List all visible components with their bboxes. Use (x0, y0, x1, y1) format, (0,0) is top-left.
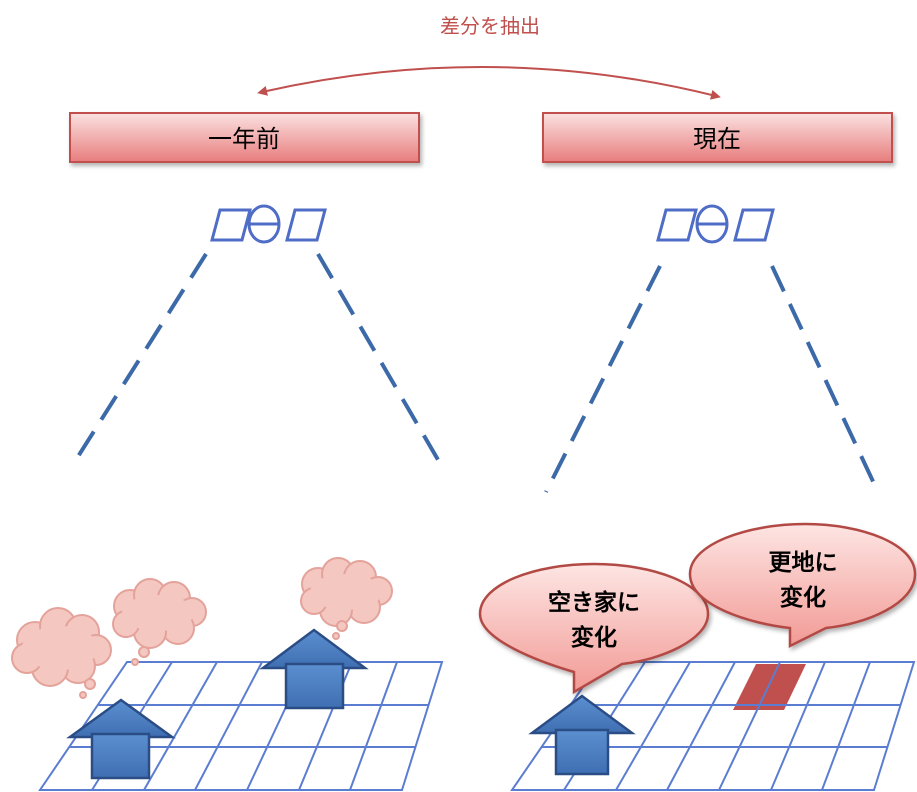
callout-vacant-line2: 変化 (571, 624, 617, 651)
scan-lines-right (544, 265, 880, 493)
house-right-icon (528, 694, 636, 776)
smoke-cloud-3-icon (300, 557, 393, 640)
callout-vacant-house (478, 562, 710, 695)
satellite-left-icon (210, 204, 327, 244)
scan-lines-left (70, 252, 446, 472)
title-box-current (542, 112, 893, 163)
house-left-1-icon (66, 698, 176, 780)
difference-arrow (257, 66, 721, 100)
changed-cell-vacant-lot (733, 664, 806, 710)
difference-label: 差分を抽出 (440, 14, 540, 38)
title-one-year-ago: 一年前 (208, 125, 280, 153)
callout-vacant-lot-line2: 変化 (780, 584, 826, 611)
satellite-right-icon (656, 204, 775, 244)
callout-vacant-lot-line1: 更地に (769, 550, 838, 576)
title-box-one-year-ago (69, 112, 420, 163)
title-current: 現在 (693, 125, 741, 153)
smoke-cloud-1-icon (11, 607, 112, 699)
house-left-2-icon (259, 628, 369, 710)
callout-vacant-line1: 空き家に (548, 589, 640, 616)
callout-vacant-lot (688, 522, 917, 649)
smoke-cloud-2-icon (112, 578, 207, 666)
